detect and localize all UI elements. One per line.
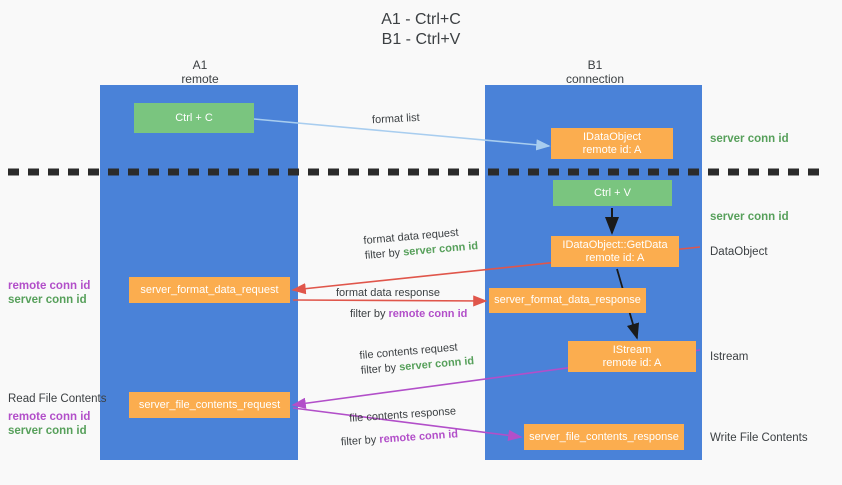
box-idataobject-line2: remote id: A (582, 143, 642, 156)
label-file-contents-request: file contents request filter by server c… (359, 339, 475, 379)
note-remote-conn-id-2: remote conn id (8, 411, 91, 423)
label-format-list-text: format list (371, 111, 420, 127)
note-server-conn-id-mid: server conn id (710, 211, 789, 223)
label-format-data-request-filter-prefix: filter by (364, 246, 404, 262)
box-istream-line1: IStream (612, 343, 652, 356)
note-istream: Istream (710, 351, 749, 363)
page-title: A1 - Ctrl+C B1 - Ctrl+V (0, 10, 842, 50)
label-format-data-response-line1: format data response (336, 287, 440, 299)
note-read-file-contents: Read File Contents (8, 393, 107, 405)
box-getdata-line2: remote id: A (585, 251, 645, 264)
label-file-contents-response-filter: filter by remote conn id (340, 427, 459, 450)
note-conn-ids-upper: remote conn id server conn id (8, 279, 90, 307)
box-ctrl-c[interactable]: Ctrl + C (134, 103, 254, 133)
label-format-data-response-filter-prefix: filter by (350, 308, 389, 320)
box-server-file-contents-response-label: server_file_contents_response (529, 430, 679, 443)
box-server-file-contents-request-label: server_file_contents_request (138, 398, 281, 411)
label-format-list: format list (372, 111, 420, 128)
note-server-conn-id-1: server conn id (8, 294, 87, 306)
box-getdata-line1: IDataObject::GetData (562, 238, 668, 251)
label-format-data-request: format data request filter by server con… (363, 224, 479, 264)
label-format-data-response: format data response filter by remote co… (336, 286, 467, 322)
label-file-contents-request-filter-prefix: filter by (360, 361, 400, 377)
box-istream[interactable]: IStream remote id: A (568, 341, 696, 372)
box-getdata[interactable]: IDataObject::GetData remote id: A (551, 236, 679, 267)
box-ctrl-v-label: Ctrl + V (594, 186, 631, 199)
note-dataobject: DataObject (710, 246, 768, 258)
title-line-1: A1 - Ctrl+C (381, 11, 461, 28)
label-file-contents-response-filter-prefix: filter by (340, 433, 380, 449)
lane-header-a1: A1 remote (130, 58, 270, 86)
box-idataobject-line1: IDataObject (582, 130, 642, 143)
note-conn-ids-lower: remote conn id server conn id (8, 410, 90, 438)
box-idataobject[interactable]: IDataObject remote id: A (551, 128, 673, 159)
lane-header-b1-name: B1 (587, 58, 603, 72)
note-server-conn-id-2: server conn id (8, 425, 87, 437)
label-file-contents-response-filter-value: remote conn id (378, 428, 459, 446)
note-remote-conn-id-1: remote conn id (8, 280, 91, 292)
lane-header-b1-sub: connection (565, 72, 625, 86)
note-server-conn-id-top: server conn id (710, 133, 789, 145)
label-file-contents-response: file contents response filter by remote … (341, 404, 459, 449)
box-ctrl-c-label: Ctrl + C (175, 111, 213, 124)
box-server-format-data-request-label: server_format_data_request (140, 283, 279, 296)
label-file-contents-response-line1: file contents response (348, 405, 457, 425)
lane-header-a1-sub: remote (181, 72, 219, 86)
box-server-format-data-response[interactable]: server_format_data_response (489, 288, 646, 313)
label-format-data-response-filter-value: remote conn id (388, 308, 468, 320)
box-server-file-contents-response[interactable]: server_file_contents_response (524, 424, 684, 450)
lane-header-a1-name: A1 (192, 58, 208, 72)
box-server-format-data-response-label: server_format_data_response (494, 294, 641, 306)
title-line-2: B1 - Ctrl+V (381, 31, 461, 48)
box-ctrl-v[interactable]: Ctrl + V (553, 180, 672, 206)
lane-header-b1: B1 connection (525, 58, 665, 86)
label-format-data-response-filter: filter by remote conn id (350, 307, 467, 322)
box-server-file-contents-request[interactable]: server_file_contents_request (129, 392, 290, 418)
box-server-format-data-request[interactable]: server_format_data_request (129, 277, 290, 303)
box-istream-line2: remote id: A (602, 356, 662, 369)
note-write-file-contents: Write File Contents (710, 432, 808, 444)
